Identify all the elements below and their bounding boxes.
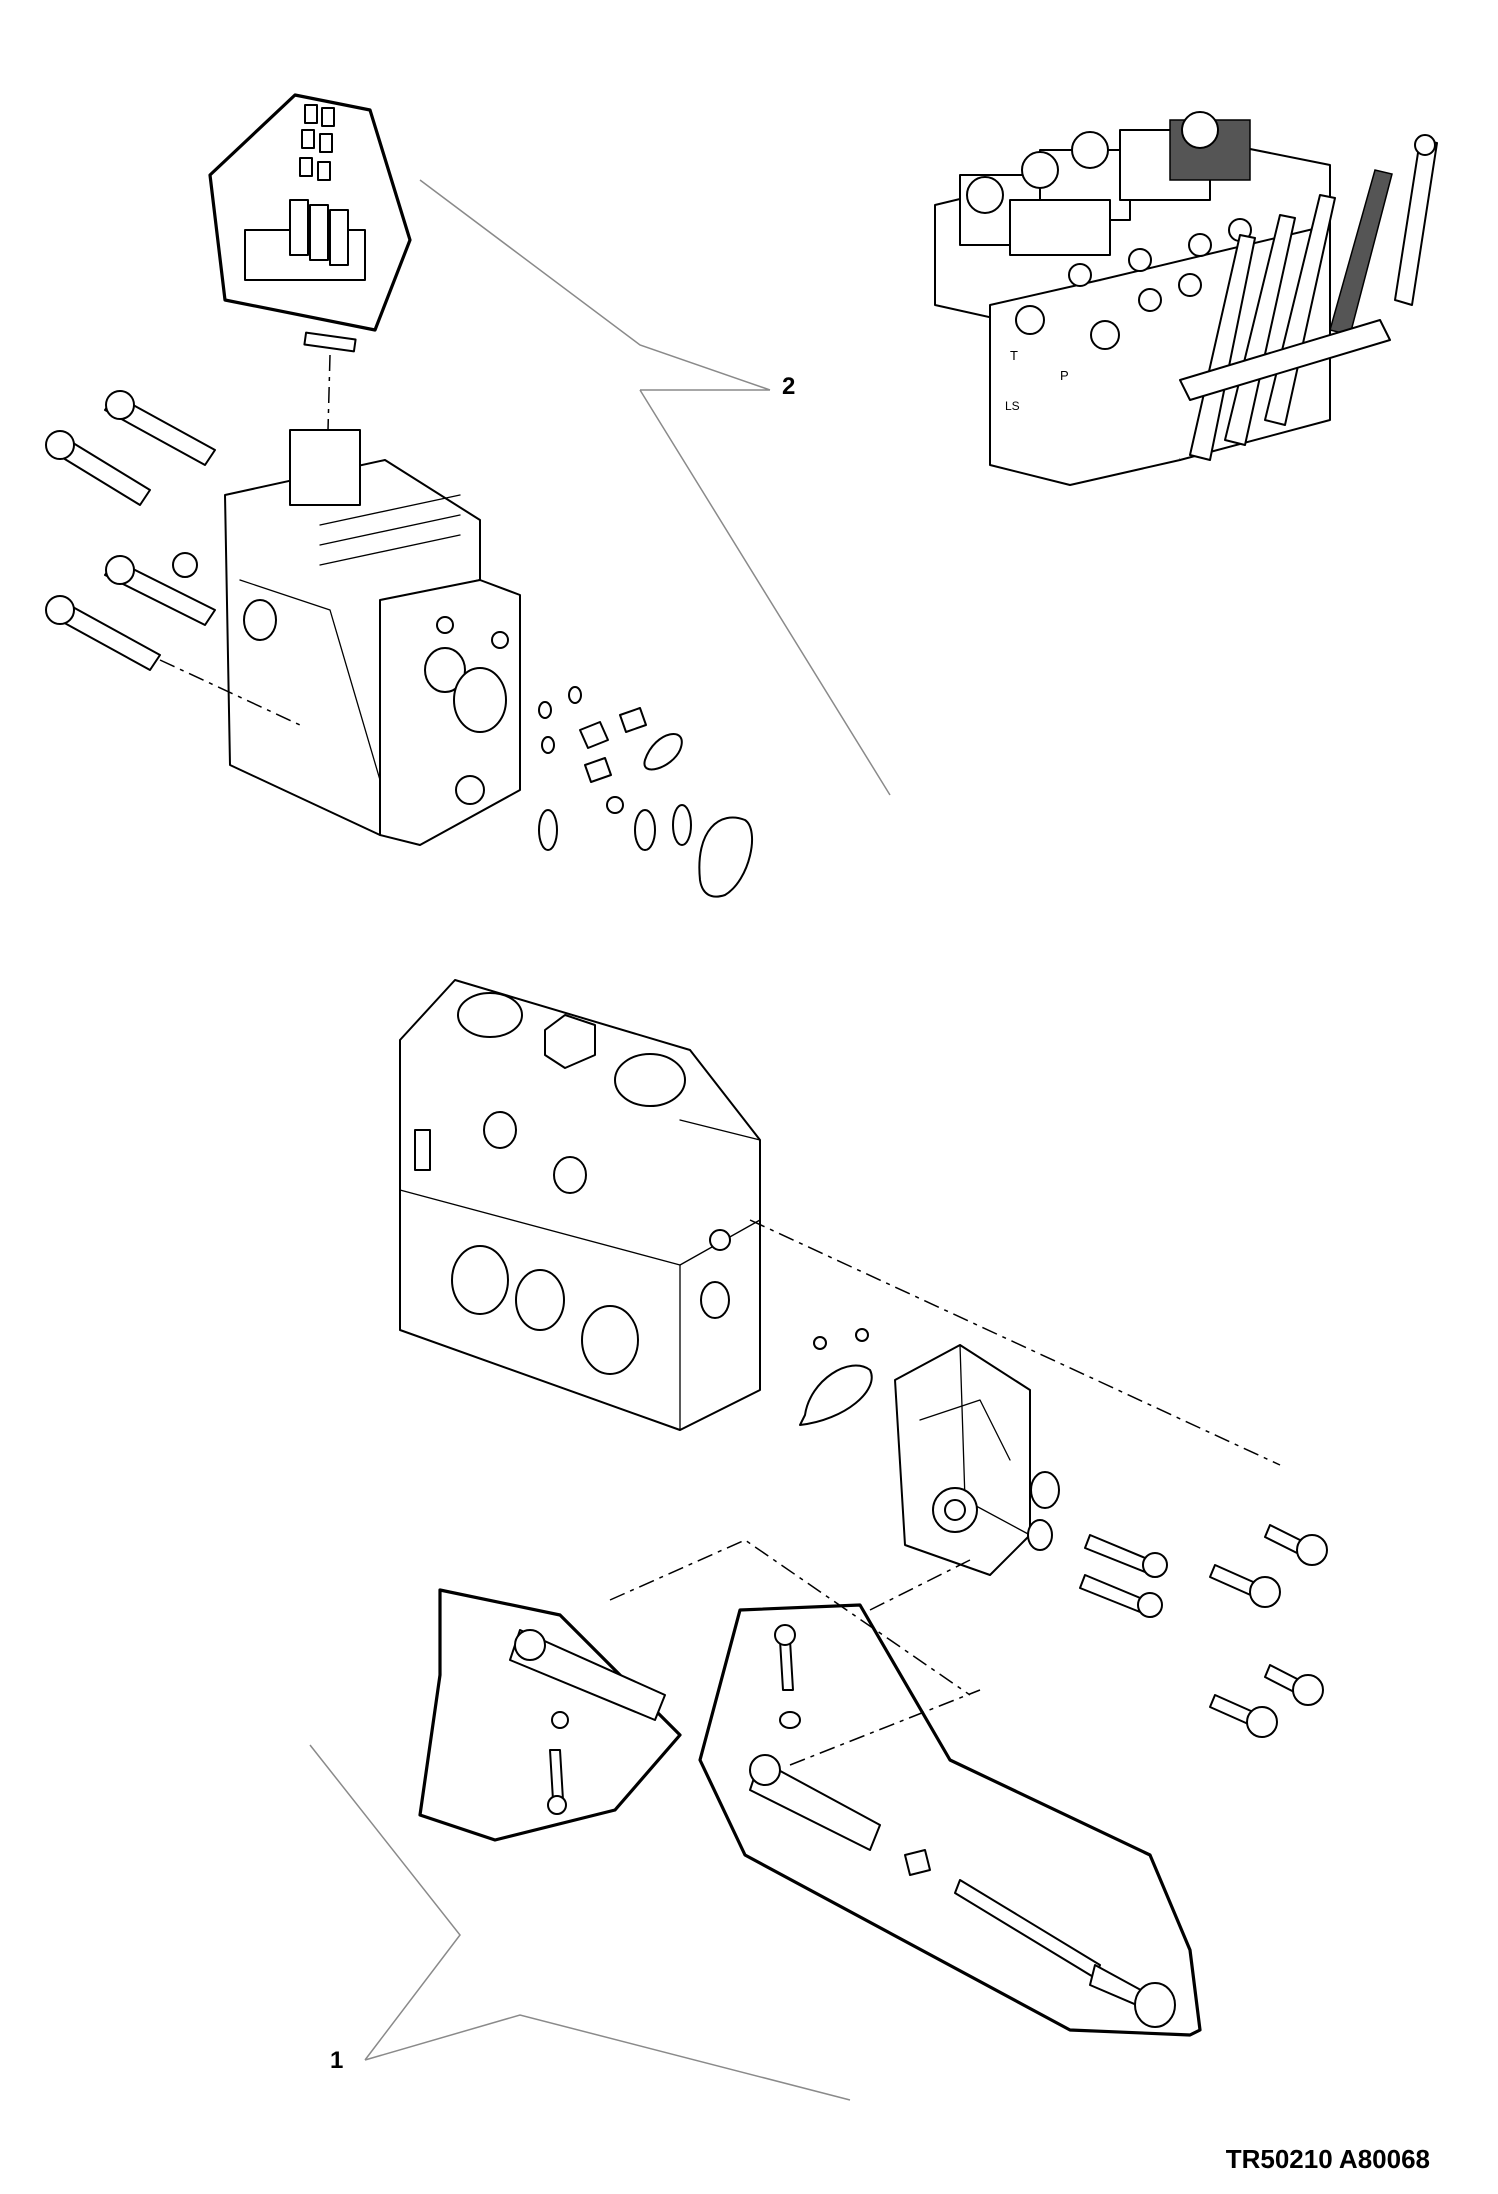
- bolts-set-a: [45, 390, 216, 671]
- lever-kit-long: [698, 1603, 1202, 2037]
- callout-1-leader: [309, 1744, 851, 2101]
- svg-text:LS: LS: [1005, 399, 1020, 413]
- bolts-set-b: [1079, 1524, 1328, 1738]
- valve-section: [399, 979, 761, 1431]
- callout-1-label: 1: [330, 2047, 343, 2074]
- callout-2-leader: [419, 179, 891, 796]
- electric-actuator-module: [224, 429, 521, 846]
- assembled-valve-bank: T P LS: [934, 111, 1438, 486]
- svg-text:P: P: [1060, 368, 1069, 383]
- seal-kit-a: [538, 686, 754, 898]
- connector-detail: [208, 93, 412, 353]
- lever-kit-short: [418, 1588, 682, 1842]
- figure-id: TR50210 A80068: [1226, 2144, 1430, 2174]
- svg-text:T: T: [1010, 348, 1018, 363]
- callout-2-label: 2: [782, 373, 795, 400]
- lever-actuator-cover: [894, 1344, 1060, 1576]
